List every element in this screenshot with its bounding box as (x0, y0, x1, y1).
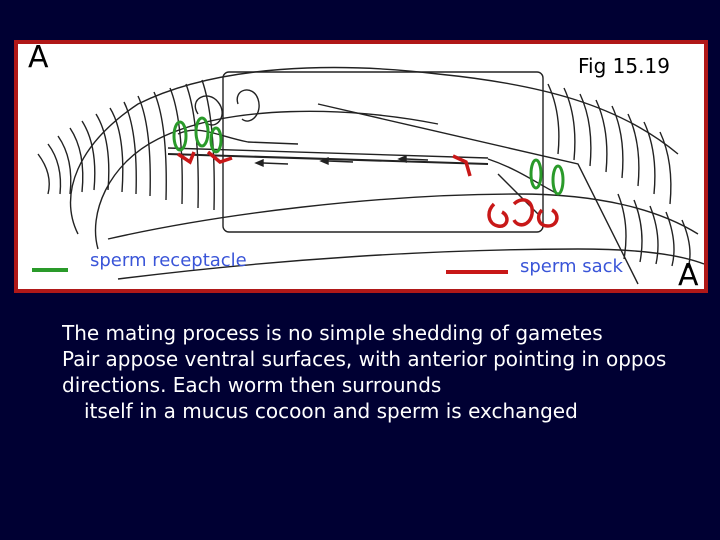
sperm-sack-legend-label: sperm sack (520, 256, 623, 277)
sperm-receptacle-legend-swatch (32, 268, 68, 272)
segment-rings (37, 79, 691, 269)
anterior-label-right: A (678, 258, 699, 293)
caption-line: Pair appose ventral surfaces, with anter… (62, 347, 667, 371)
worm-mating-illustration (37, 66, 704, 285)
figure-number: Fig 15.19 (578, 54, 670, 78)
clitellum-band (222, 71, 544, 233)
sperm-sacks (177, 150, 559, 228)
caption-line: directions. Each worm then surrounds (62, 373, 442, 397)
lower-worm-outline (107, 193, 699, 240)
upper-worm-outline (69, 66, 679, 235)
figure-panel: A A Fig 15.19 sperm receptacle sperm sac… (14, 40, 708, 293)
slide-caption: The mating process is no simple shedding… (62, 320, 720, 424)
flow-arrows (254, 154, 429, 168)
caption-line: itself in a mucus cocoon and sperm is ex… (84, 399, 578, 423)
sperm-receptacle-legend-label: sperm receptacle (90, 250, 247, 271)
anterior-label-left: A (28, 40, 49, 75)
sperm-sack-legend-swatch (446, 270, 508, 274)
caption-line: The mating process is no simple shedding… (62, 321, 603, 345)
sperm-receptacles (172, 116, 565, 196)
